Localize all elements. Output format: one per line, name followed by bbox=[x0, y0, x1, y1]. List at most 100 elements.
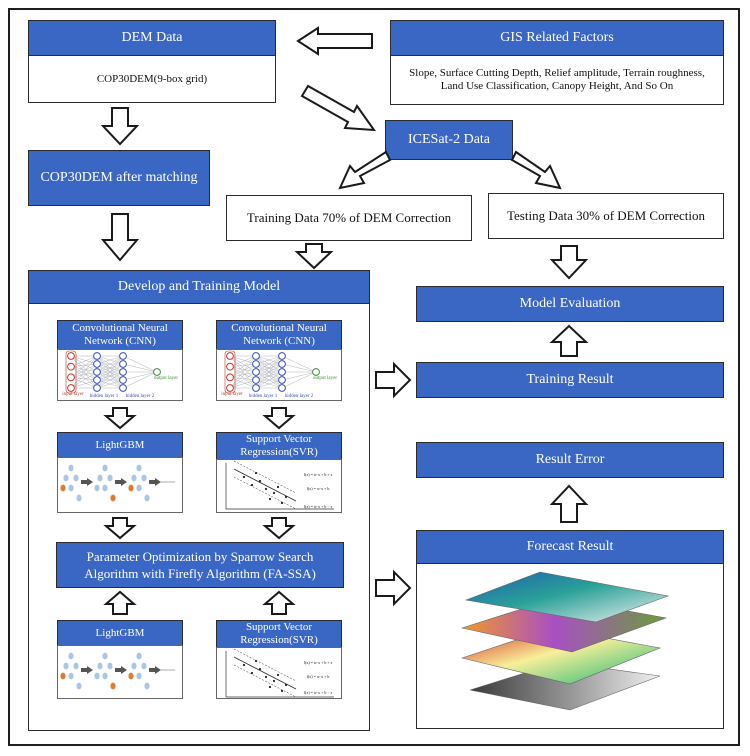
nn-connection bbox=[70, 355, 98, 381]
lgbm-node bbox=[68, 652, 74, 660]
nn-connection bbox=[229, 366, 257, 389]
nn-connection bbox=[229, 363, 257, 378]
svr-point bbox=[264, 675, 268, 679]
arrow-cop-to-develop bbox=[100, 213, 140, 262]
nn-node bbox=[252, 376, 260, 384]
nn-connection bbox=[255, 355, 283, 365]
svr-point bbox=[250, 671, 254, 675]
arrow-develop-to-training-result bbox=[375, 361, 412, 399]
arrow-testing-to-evaluation bbox=[549, 245, 589, 280]
nn-right-hidden2-label: hidden layer 2 bbox=[284, 394, 314, 399]
lgbm-node bbox=[68, 672, 74, 680]
nn-node bbox=[119, 368, 127, 376]
nn-connection bbox=[281, 363, 317, 373]
nn-connection bbox=[229, 366, 257, 373]
nn-connection bbox=[229, 355, 257, 367]
lgbm-node bbox=[141, 474, 147, 482]
lgbm-node bbox=[136, 672, 142, 680]
nn-connection bbox=[122, 371, 158, 381]
nn-node bbox=[226, 384, 234, 392]
nn-connection bbox=[255, 355, 283, 373]
svr-point bbox=[264, 487, 268, 491]
svr-bottom-image bbox=[216, 647, 342, 699]
nn-node bbox=[278, 360, 286, 368]
lgbm-node bbox=[107, 474, 113, 482]
nn-connection bbox=[70, 355, 98, 389]
lgbm-node bbox=[76, 682, 82, 690]
arrow-forecast-to-error bbox=[549, 484, 589, 523]
nn-right-input-label: input layer bbox=[221, 392, 243, 397]
lgbm-node bbox=[128, 484, 134, 492]
lgbm-node bbox=[73, 474, 79, 482]
lgbm-node bbox=[141, 662, 147, 670]
lightgbm-top-image bbox=[57, 457, 183, 513]
arrow-result-to-evaluation bbox=[549, 324, 589, 357]
nn-connection bbox=[229, 355, 257, 381]
lgbm-node bbox=[102, 484, 108, 492]
lgbm-node bbox=[63, 662, 69, 670]
lgbm-node bbox=[131, 474, 137, 482]
svr-bottom-title: Support Vector Regression(SVR) bbox=[216, 620, 342, 648]
nn-connection bbox=[70, 377, 98, 389]
svr-line bbox=[233, 460, 297, 494]
nn-connection bbox=[70, 363, 98, 367]
nn-node bbox=[226, 373, 234, 382]
nn-node bbox=[119, 352, 127, 360]
nn-connection bbox=[281, 371, 317, 381]
nn-node bbox=[153, 368, 161, 376]
nn-node bbox=[93, 352, 101, 360]
nn-node bbox=[278, 368, 286, 376]
svr-bottom-graphic bbox=[225, 648, 334, 698]
lgbm-node bbox=[68, 484, 74, 492]
svr-point bbox=[258, 667, 262, 671]
nn-connection bbox=[70, 377, 98, 381]
svr-bottom-label-upper: f(x) = w·x + b + ε bbox=[303, 659, 333, 665]
nn-node bbox=[119, 384, 127, 392]
nn-connection bbox=[122, 355, 158, 373]
outer-frame bbox=[8, 8, 740, 746]
icesat-2-data-box: ICESat-2 Data bbox=[385, 120, 513, 160]
svr-point bbox=[280, 501, 284, 505]
dem-data-body: COP30DEM(9-box grid) bbox=[28, 55, 276, 103]
svr-point bbox=[280, 689, 284, 693]
nn-connection bbox=[255, 371, 283, 389]
lgbm-arrow-stem bbox=[115, 480, 121, 484]
lgbm-arrow bbox=[87, 478, 93, 486]
lgbm-node bbox=[110, 682, 116, 690]
nn-node bbox=[252, 352, 260, 360]
arrow-dem-to-icesat bbox=[300, 84, 377, 132]
nn-connection bbox=[96, 355, 124, 365]
nn-connection bbox=[96, 379, 124, 389]
nn-connection bbox=[70, 366, 98, 373]
arrow-dem-to-cop-matched bbox=[100, 107, 140, 146]
lgbm-node bbox=[136, 484, 142, 492]
lgbm-arrow-stem bbox=[149, 668, 155, 672]
nn-connection bbox=[229, 377, 257, 381]
map-layer-1 bbox=[464, 571, 670, 623]
cop30dem-matched-box: COP30DEM after matching bbox=[28, 150, 210, 206]
arrow-cnn-right-to-svr bbox=[262, 407, 296, 430]
lgbm-node bbox=[131, 662, 137, 670]
nn-left-graphic bbox=[65, 350, 161, 394]
nn-node bbox=[278, 376, 286, 384]
nn-connection bbox=[70, 363, 98, 389]
arrow-develop-to-forecast bbox=[375, 569, 412, 607]
develop-training-title: Develop and Training Model bbox=[28, 270, 370, 304]
model-evaluation-box: Model Evaluation bbox=[416, 286, 724, 322]
nn-connection bbox=[229, 355, 257, 365]
svr-line bbox=[233, 468, 297, 502]
result-error-box: Result Error bbox=[416, 442, 724, 478]
nn-connection bbox=[229, 379, 257, 389]
param-optimization-box: Parameter Optimization by Sparrow Search… bbox=[56, 542, 344, 588]
lgbm-arrow-stem bbox=[149, 480, 155, 484]
svr-line bbox=[233, 664, 297, 698]
nn-connection bbox=[70, 366, 98, 381]
nn-node bbox=[119, 360, 127, 368]
nn-input-frame bbox=[65, 350, 77, 394]
nn-node bbox=[67, 352, 75, 360]
lgbm-arrow-stem bbox=[115, 668, 121, 672]
nn-connection bbox=[70, 371, 98, 389]
lgbm-arrow bbox=[155, 478, 161, 486]
